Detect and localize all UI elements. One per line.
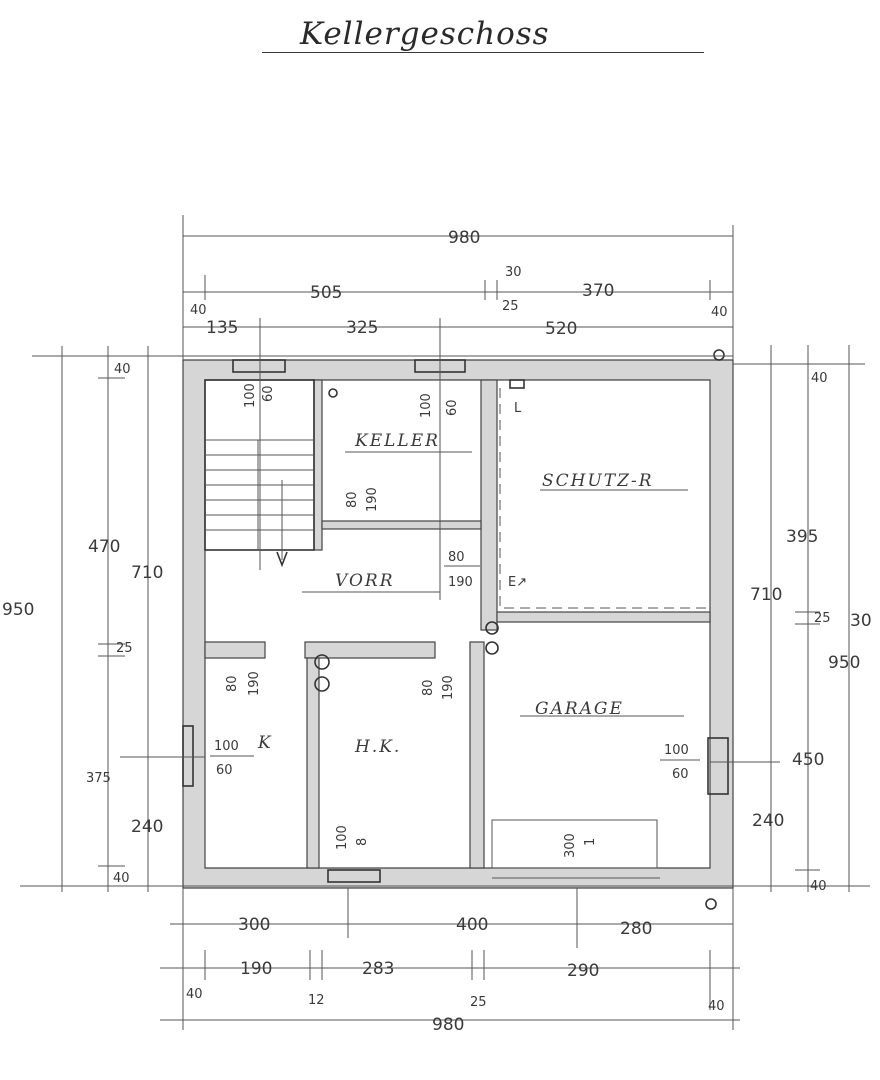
dims-top <box>182 215 734 600</box>
door-hinge-icon <box>314 654 330 670</box>
k-door-width: 80 <box>225 675 240 692</box>
wall-stair-keller <box>313 379 323 551</box>
dim-bottom-400: 400 <box>456 915 488 935</box>
stair-arrow-icon <box>276 551 288 568</box>
dim-top-40-left: 40 <box>190 303 207 318</box>
keller-door-height: 190 <box>365 487 380 512</box>
vorr-door-width: 80 <box>448 550 465 565</box>
dim-left-240: 240 <box>131 817 163 837</box>
garage-gate-outline <box>491 819 658 869</box>
wall-garage-left <box>469 641 485 869</box>
hk-door-height: 190 <box>441 675 456 700</box>
keller-window-width: 100 <box>419 393 434 418</box>
room-label-schutz: SCHUTZ-R <box>542 471 654 491</box>
dim-right-710: 710 <box>750 585 782 605</box>
wall-keller-bottom <box>321 520 482 530</box>
dim-bottom-12: 12 <box>308 993 325 1008</box>
dim-top-40-right: 40 <box>711 305 728 320</box>
hk-window-width: 100 <box>335 825 350 850</box>
garage-window-height: 60 <box>672 767 689 782</box>
corner-marker-icon <box>713 349 725 361</box>
dims-bottom <box>160 888 740 1030</box>
wall-keller-schutz <box>480 379 498 631</box>
dim-left-40-bottom: 40 <box>113 871 130 886</box>
dim-bottom-280: 280 <box>620 919 652 939</box>
k-window-width: 100 <box>214 739 239 754</box>
dim-right-25: 25 <box>814 611 831 626</box>
garage-window-width: 100 <box>664 743 689 758</box>
dims-left <box>61 346 205 892</box>
garage-gate-width: 300 <box>563 833 578 858</box>
dim-bottom-290: 290 <box>567 961 599 981</box>
dim-right-40: 40 <box>811 371 828 386</box>
dim-top-370: 370 <box>582 281 614 301</box>
dim-left-710: 710 <box>131 563 163 583</box>
k-window-height: 60 <box>216 763 233 778</box>
room-label-k: K <box>257 733 273 753</box>
dim-bottom-283: 283 <box>362 959 394 979</box>
dim-right-450: 450 <box>792 750 824 770</box>
title-underline <box>262 52 704 53</box>
dim-bottom-40-right: 40 <box>708 999 725 1014</box>
wall-vorr-bottom-left <box>204 641 266 659</box>
dim-right-950: 950 <box>828 653 860 673</box>
dim-left-470: 470 <box>88 537 120 557</box>
garage-window <box>707 737 729 795</box>
dim-right-40-bottom: 40 <box>810 879 827 894</box>
schutz-vent <box>509 379 525 389</box>
dim-top-overall: 980 <box>448 228 480 248</box>
door-hinge-icon <box>485 621 499 635</box>
dim-top-135: 135 <box>206 318 238 338</box>
stair-window-height: 60 <box>261 385 276 402</box>
door-hinge-icon <box>314 676 330 692</box>
keller-door-width: 80 <box>345 491 360 508</box>
room-label-garage: GARAGE <box>535 699 624 719</box>
dim-left-950: 950 <box>2 600 34 620</box>
wall-k-hk <box>306 657 320 869</box>
dim-bottom-190: 190 <box>240 959 272 979</box>
stair-window-width: 100 <box>243 383 258 408</box>
door-hinge-icon <box>328 388 338 398</box>
wall-vorr-bottom-mid <box>304 641 436 659</box>
k-window <box>182 725 194 787</box>
room-label-keller: KELLER <box>354 431 440 451</box>
schutz-vent-label: L <box>514 401 522 416</box>
dims-right <box>710 345 865 892</box>
dim-left-25: 25 <box>116 641 133 656</box>
door-hinge-icon <box>485 641 499 655</box>
schutz-dashed-line <box>499 388 706 609</box>
dim-top-325: 325 <box>346 318 378 338</box>
hk-window-height: 8 <box>355 838 370 846</box>
wall-schutz-garage <box>496 611 711 623</box>
dim-bottom-25: 25 <box>470 995 487 1010</box>
dim-top-25: 25 <box>502 299 519 314</box>
dim-top-505: 505 <box>310 283 342 303</box>
hk-window <box>327 869 381 883</box>
dim-right-240: 240 <box>752 811 784 831</box>
outer-wall <box>182 359 734 889</box>
dim-bottom-overall: 980 <box>432 1015 464 1035</box>
room-label-hk: H.K. <box>354 737 401 757</box>
garage-gate-height: 1 <box>583 838 598 846</box>
page-title: Kellergeschoss <box>300 16 550 52</box>
vorr-door-height: 190 <box>448 575 473 590</box>
dim-right-30: 30 <box>850 611 872 631</box>
room-label-vorr: VORR <box>335 571 395 591</box>
hk-door-width: 80 <box>421 679 436 696</box>
vorr-door-mark: E↗ <box>508 575 527 590</box>
dim-top-520: 520 <box>545 319 577 339</box>
dim-top-30: 30 <box>505 265 522 280</box>
stair-window <box>232 359 286 373</box>
dim-right-395: 395 <box>786 527 818 547</box>
dim-bottom-300: 300 <box>238 915 270 935</box>
k-door-height: 190 <box>247 671 262 696</box>
dim-bottom-40: 40 <box>186 987 203 1002</box>
title-block: Kellergeschoss <box>262 14 708 64</box>
corner-marker-icon <box>705 898 717 910</box>
dim-left-40: 40 <box>114 362 131 377</box>
dim-left-375: 375 <box>86 771 111 786</box>
keller-window-height: 60 <box>445 399 460 416</box>
